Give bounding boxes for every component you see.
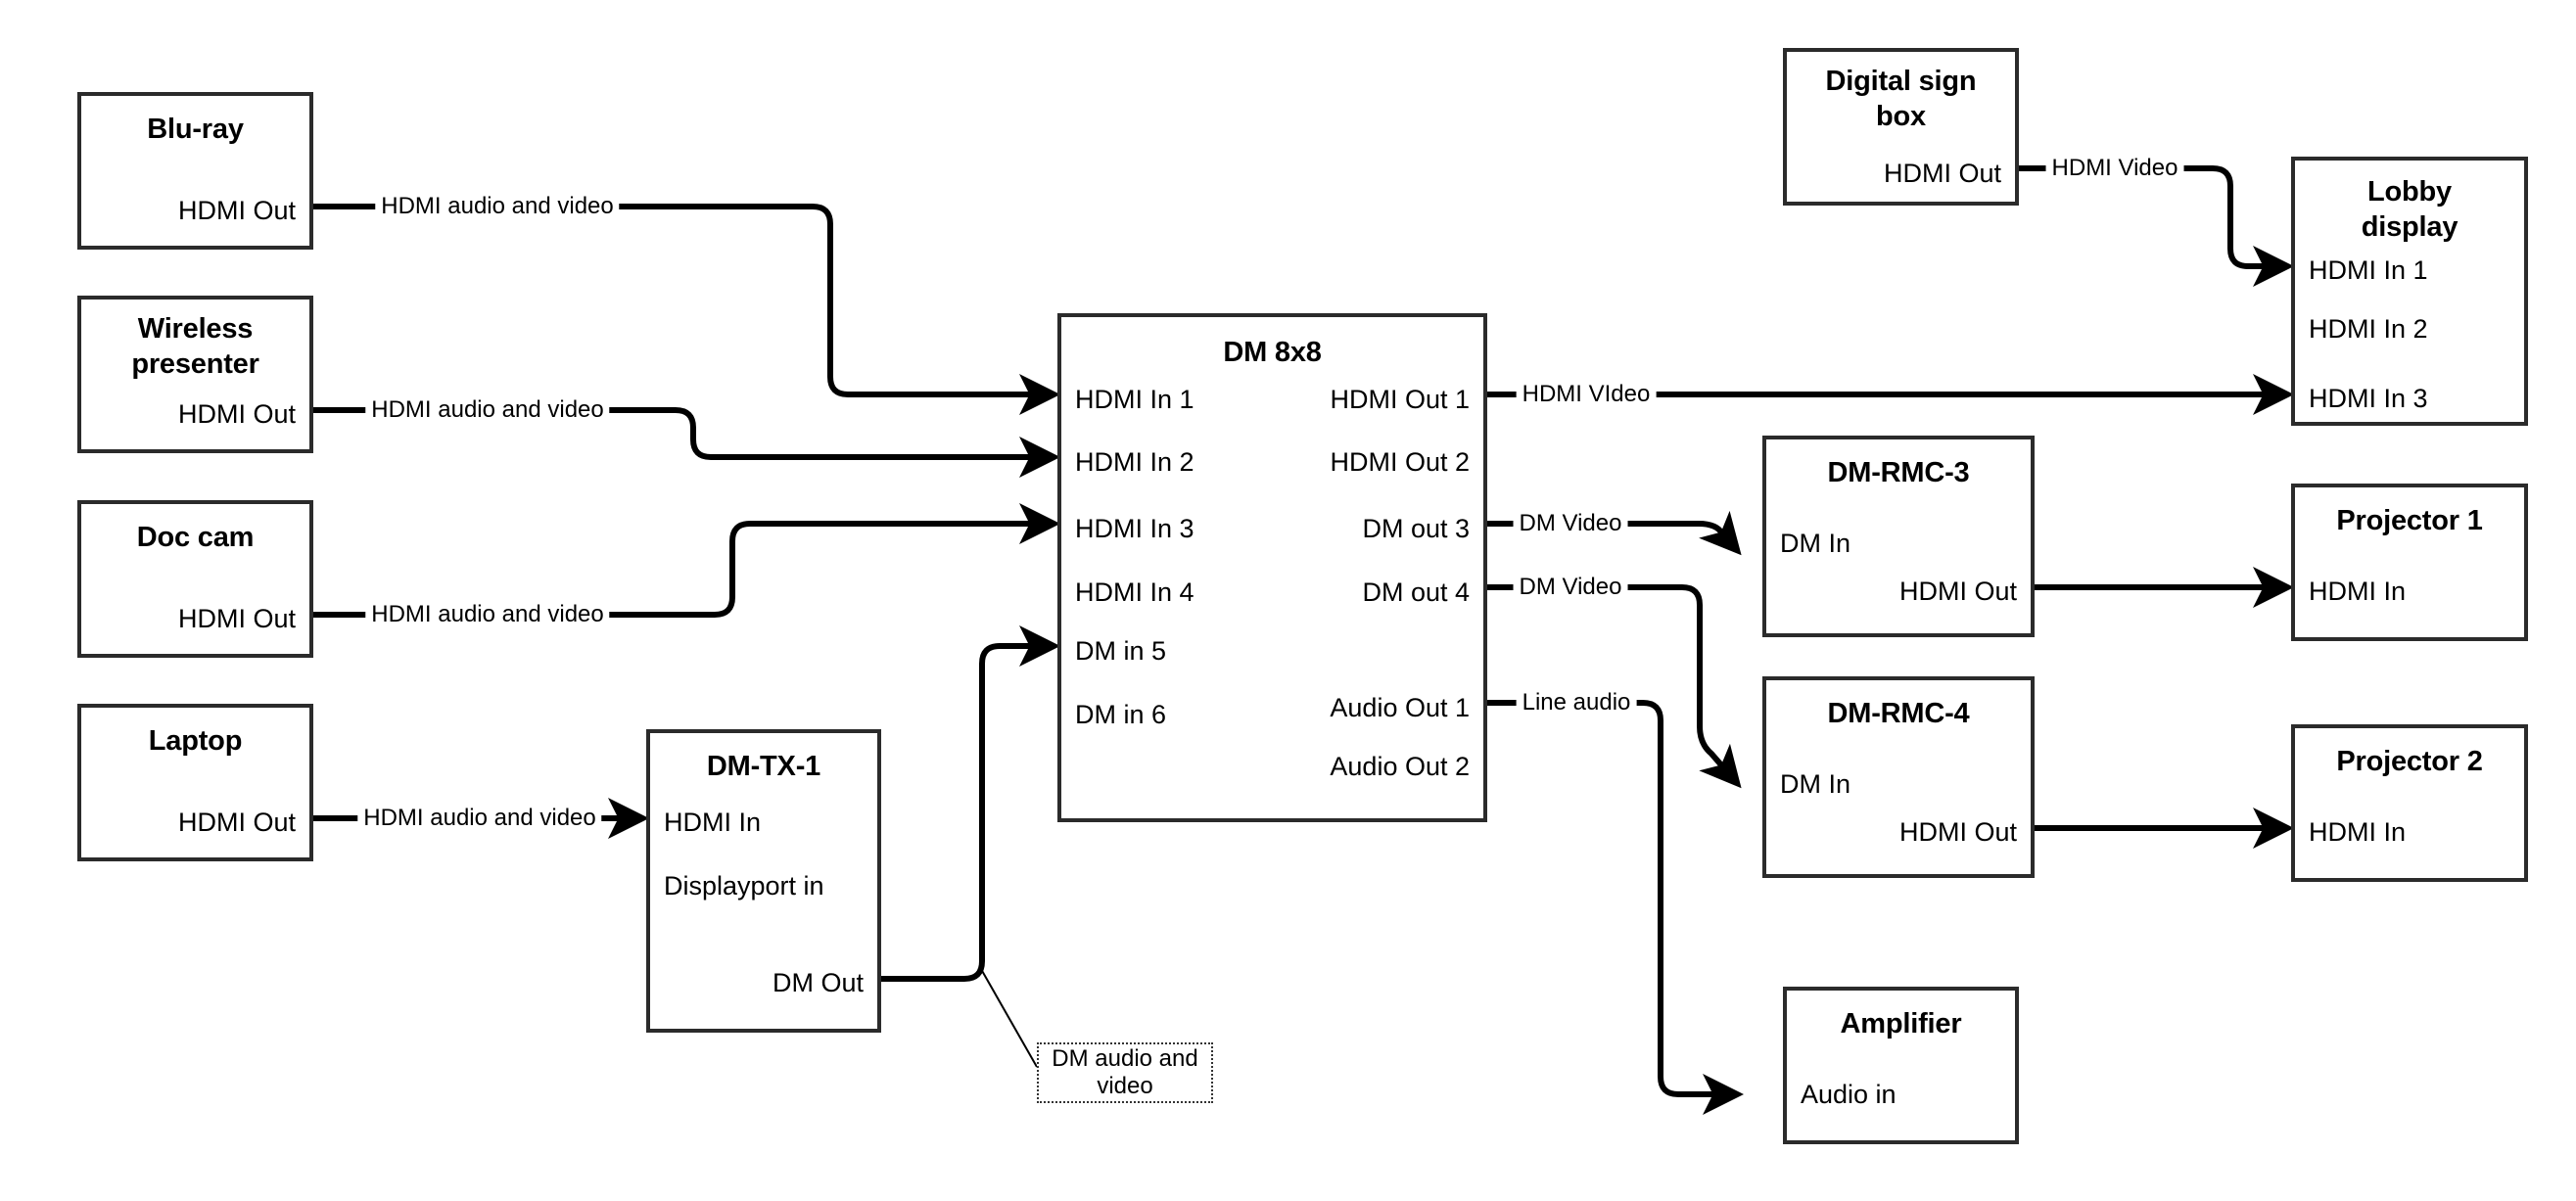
node-digital-sign-box[interactable]: Digital sign box HDMI Out xyxy=(1783,48,2019,206)
node-dm-tx-1-port-displayport-in: Displayport in xyxy=(664,871,824,901)
node-digital-sign-box-title-line1: Digital sign xyxy=(1825,66,1977,97)
node-dm-rmc-3-title: DM-RMC-3 xyxy=(1827,457,1970,488)
node-projector-2-title: Projector 2 xyxy=(2336,746,2483,777)
node-dm-8x8-port-dm-out-4: DM out 4 xyxy=(1362,577,1470,607)
note-dm-audio-and-video-text: DM audio and video xyxy=(1052,1045,1198,1099)
node-amplifier-port-audio-in: Audio in xyxy=(1801,1080,1897,1109)
wire-label-dm8x8-dm-out-4: DM Video xyxy=(1513,575,1628,600)
node-doc-cam-title: Doc cam xyxy=(136,522,255,553)
node-dm-8x8-port-hdmi-out-2: HDMI Out 2 xyxy=(1330,447,1470,477)
wire-label-dm8x8-dm-out-3: DM Video xyxy=(1513,511,1628,536)
node-amplifier-title: Amplifier xyxy=(1840,1008,1962,1039)
leader-dm-audio-video-note xyxy=(980,968,1038,1068)
node-dm-tx-1-port-hdmi-in: HDMI In xyxy=(664,808,762,837)
node-wireless-presenter[interactable]: Wireless presenter HDMI Out xyxy=(77,296,313,453)
node-dm-rmc-4[interactable]: DM-RMC-4 DM In HDMI Out xyxy=(1762,676,2035,878)
node-bluray[interactable]: Blu-ray HDMI Out xyxy=(77,92,313,250)
node-dm-rmc-3[interactable]: DM-RMC-3 DM In HDMI Out xyxy=(1762,436,2035,637)
node-doc-cam[interactable]: Doc cam HDMI Out xyxy=(77,500,313,658)
node-projector-2-port-hdmi-in: HDMI In xyxy=(2309,817,2407,847)
node-projector-2[interactable]: Projector 2 HDMI In xyxy=(2291,724,2528,882)
node-doc-cam-port-hdmi-out: HDMI Out xyxy=(177,604,296,633)
node-dm-8x8-port-audio-out-2: Audio Out 2 xyxy=(1330,752,1470,781)
node-dm-8x8-port-hdmi-out-1: HDMI Out 1 xyxy=(1330,385,1470,414)
node-dm-8x8-port-hdmi-in-4: HDMI In 4 xyxy=(1075,577,1194,607)
node-dm-tx-1[interactable]: DM-TX-1 HDMI In Displayport in DM Out xyxy=(646,729,881,1033)
node-bluray-title: Blu-ray xyxy=(147,114,244,145)
node-projector-1-port-hdmi-in: HDMI In xyxy=(2309,577,2407,606)
node-dm-rmc-4-title: DM-RMC-4 xyxy=(1827,698,1970,729)
node-dm-rmc-4-port-dm-in: DM In xyxy=(1780,769,1851,799)
node-lobby-display-port-hdmi-in-1: HDMI In 1 xyxy=(2309,255,2428,285)
node-dm-8x8-port-hdmi-in-3: HDMI In 3 xyxy=(1075,514,1194,543)
node-lobby-display[interactable]: Lobby display HDMI In 1 HDMI In 2 HDMI I… xyxy=(2291,157,2528,426)
node-digital-sign-box-title-line2: box xyxy=(1876,101,1926,132)
node-dm-8x8[interactable]: DM 8x8 HDMI In 1 HDMI In 2 HDMI In 3 HDM… xyxy=(1057,313,1487,822)
node-digital-sign-box-port-hdmi-out: HDMI Out xyxy=(1883,159,2001,188)
node-laptop[interactable]: Laptop HDMI Out xyxy=(77,704,313,861)
wire-dmtx1-to-dm8x8 xyxy=(881,625,1060,982)
node-wireless-presenter-title-line2: presenter xyxy=(131,348,259,380)
node-laptop-title: Laptop xyxy=(148,725,243,757)
node-lobby-display-title-line2: display xyxy=(2361,211,2459,243)
node-dm-8x8-port-hdmi-in-1: HDMI In 1 xyxy=(1075,385,1194,414)
wire-bluray-to-dm8x8 xyxy=(313,204,1060,415)
node-projector-1-title: Projector 1 xyxy=(2336,505,2483,536)
node-dm-tx-1-port-dm-out: DM Out xyxy=(772,968,864,997)
node-bluray-port-hdmi-out: HDMI Out xyxy=(177,196,296,225)
wire-label-dm8x8-audio-out-1: Line audio xyxy=(1516,690,1637,716)
wire-digitalsign-to-lobby xyxy=(2019,165,2294,287)
wire-label-laptop-to-dmtx1: HDMI audio and video xyxy=(357,806,602,831)
node-dm-rmc-3-port-hdmi-out: HDMI Out xyxy=(1898,577,2017,606)
node-dm-rmc-3-port-dm-in: DM In xyxy=(1780,529,1851,558)
node-amplifier[interactable]: Amplifier Audio in xyxy=(1783,987,2019,1144)
wire-label-wireless-to-dm8x8: HDMI audio and video xyxy=(365,397,610,423)
wire-label-bluray-to-dm8x8: HDMI audio and video xyxy=(375,194,620,219)
wire-label-digitalsign-to-lobby: HDMI Video xyxy=(2045,156,2184,181)
node-dm-8x8-port-hdmi-in-2: HDMI In 2 xyxy=(1075,447,1194,477)
node-wireless-presenter-port-hdmi-out: HDMI Out xyxy=(177,399,296,429)
node-dm-8x8-port-dm-out-3: DM out 3 xyxy=(1362,514,1470,543)
node-wireless-presenter-title-line1: Wireless xyxy=(137,313,254,345)
node-dm-8x8-port-audio-out-1: Audio Out 1 xyxy=(1330,693,1470,722)
wire-dm8x8-audioout1-to-amplifier xyxy=(1487,700,1744,1115)
wire-label-doccam-to-dm8x8: HDMI audio and video xyxy=(365,602,610,627)
node-lobby-display-port-hdmi-in-3: HDMI In 3 xyxy=(2309,384,2428,413)
node-dm-8x8-title: DM 8x8 xyxy=(1223,337,1322,368)
node-dm-8x8-port-dm-in-6: DM in 6 xyxy=(1075,700,1167,729)
node-lobby-display-title-line1: Lobby xyxy=(2367,176,2452,208)
node-lobby-display-port-hdmi-in-2: HDMI In 2 xyxy=(2309,314,2428,344)
wire-dm8x8-dmout4-to-dmrmc4 xyxy=(1487,584,1742,789)
wire-label-dm8x8-hdmi-out-1: HDMI VIdeo xyxy=(1516,382,1657,407)
node-dm-tx-1-title: DM-TX-1 xyxy=(706,751,821,782)
node-dm-8x8-port-dm-in-5: DM in 5 xyxy=(1075,636,1167,666)
node-dm-rmc-4-port-hdmi-out: HDMI Out xyxy=(1898,817,2017,847)
node-laptop-port-hdmi-out: HDMI Out xyxy=(177,808,296,837)
node-projector-1[interactable]: Projector 1 HDMI In xyxy=(2291,484,2528,641)
note-dm-audio-and-video: DM audio and video xyxy=(1037,1042,1213,1103)
